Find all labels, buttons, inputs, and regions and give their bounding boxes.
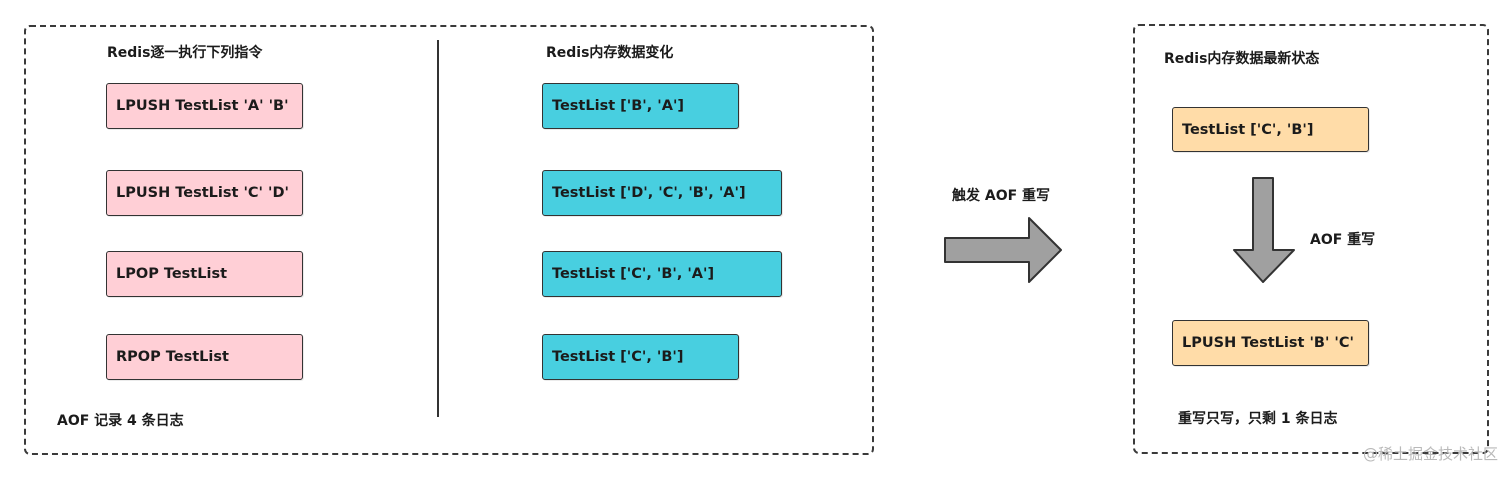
state-box-1: TestList ['B', 'A']: [542, 83, 739, 129]
memory-title: Redis内存数据变化: [546, 45, 674, 61]
rewrite-result-note: 重写只写，只剩 1 条日志: [1178, 411, 1338, 427]
command-box-2: LPUSH TestList 'C' 'D': [106, 170, 303, 216]
rewritten-command-box: LPUSH TestList 'B' 'C': [1172, 320, 1369, 366]
latest-state-panel: [1133, 24, 1489, 454]
rewrite-label: AOF 重写: [1310, 232, 1376, 248]
commands-title: Redis逐一执行下列指令: [107, 45, 263, 61]
down-arrow-icon: [1233, 177, 1295, 283]
latest-state-title: Redis内存数据最新状态: [1164, 51, 1320, 67]
right-arrow-icon: [944, 217, 1062, 283]
latest-state-box: TestList ['C', 'B']: [1172, 107, 1369, 152]
state-box-2: TestList ['D', 'C', 'B', 'A']: [542, 170, 782, 216]
aof-log-count-note: AOF 记录 4 条日志: [57, 413, 184, 429]
state-box-3: TestList ['C', 'B', 'A']: [542, 251, 782, 297]
command-box-4: RPOP TestList: [106, 334, 303, 380]
command-box-3: LPOP TestList: [106, 251, 303, 297]
aof-log-panel: [24, 25, 874, 455]
state-box-4: TestList ['C', 'B']: [542, 334, 739, 380]
watermark-text: @稀土掘金技术社区: [1362, 445, 1498, 463]
panel-divider: [437, 40, 439, 417]
trigger-rewrite-label: 触发 AOF 重写: [952, 188, 1051, 204]
command-box-1: LPUSH TestList 'A' 'B': [106, 83, 303, 129]
